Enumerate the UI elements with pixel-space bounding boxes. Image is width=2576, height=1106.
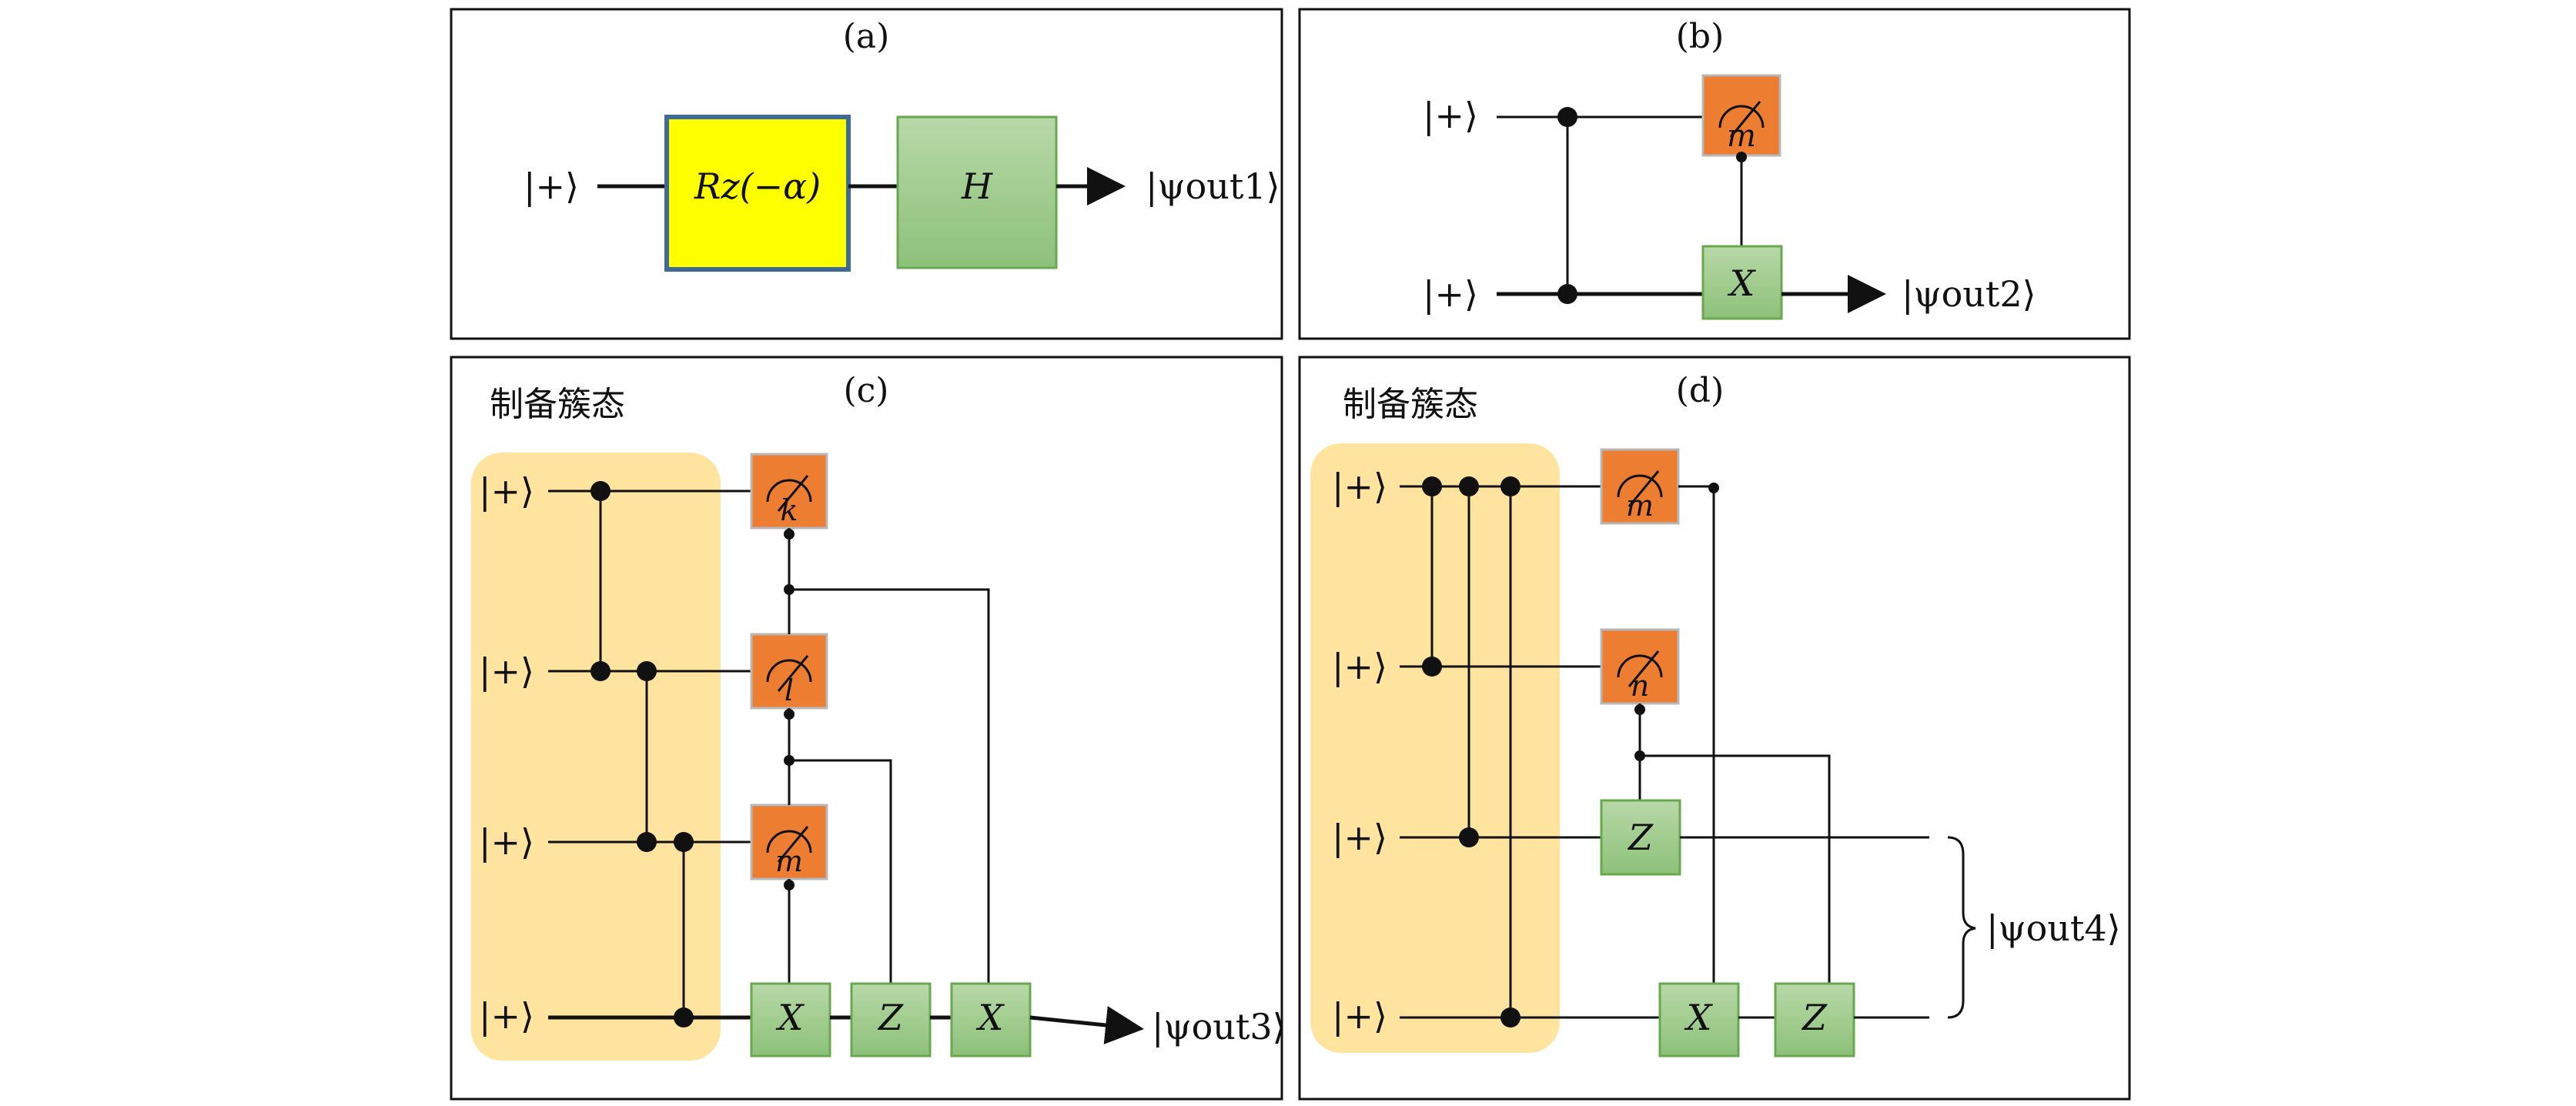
panel-c-measure-var-m: m: [775, 844, 803, 878]
panel-c-gate-z-label: Z: [877, 997, 904, 1038]
panel-d-input-4: |+⟩: [1332, 995, 1387, 1037]
panel-d-input-1: |+⟩: [1332, 466, 1387, 507]
panel-b-x-gate: [1701, 245, 1783, 320]
panel-d-dot: [1459, 476, 1479, 496]
panel-d-z-gate-bottom-label: Z: [1801, 997, 1828, 1038]
panel-c-dot: [590, 481, 611, 501]
panel-d-z-gate-bottom: [1774, 982, 1855, 1058]
panel-c-input-4: |+⟩: [479, 995, 534, 1037]
rz-gate: [664, 115, 851, 272]
rz-gate-label: Rz(−α): [694, 165, 821, 207]
h-gate: [896, 115, 1058, 269]
panel-d-cluster-title: 制备簇态: [1343, 385, 1478, 424]
panel-d-x-gate: [1658, 982, 1740, 1058]
panel-d-brace: [1947, 836, 1976, 1019]
panel-d-output-state: |ψout4⟩: [1986, 907, 2121, 949]
panel-d-measure-var-m: m: [1626, 489, 1654, 523]
panel-d-small-dot: [1634, 704, 1645, 715]
panel-c-gate-x1-label: X: [776, 997, 805, 1038]
panel-b-control-dot: [1736, 152, 1747, 162]
panel-b-x-gate-label: X: [1728, 262, 1757, 304]
panel-c-gate-x2: [950, 982, 1032, 1058]
panel-c-cluster-title: 制备簇态: [490, 385, 625, 424]
panel-a-input-state: |+⟩: [524, 165, 579, 207]
panel-d-input-2: |+⟩: [1332, 646, 1387, 687]
panel-d-dot: [1459, 827, 1479, 847]
panel-b-measurement: [1701, 74, 1781, 157]
panel-b-cz-dot-bottom: [1557, 284, 1577, 304]
panel-d-label: (d): [1676, 371, 1725, 410]
panel-c-label: (c): [844, 371, 889, 410]
panel-c-dot: [637, 832, 657, 852]
panel-c-measurement-k: [750, 453, 828, 530]
panel-d-classical-n-to-z: [1640, 754, 1831, 984]
panel-c-input-3: |+⟩: [479, 821, 534, 863]
panel-c-gate-x1: [750, 982, 831, 1058]
panel-b-input-1: |+⟩: [1423, 95, 1478, 136]
panel-d: (d) 制备簇态 |+⟩ |+⟩ |+⟩ |+⟩ m n: [1298, 356, 2131, 1101]
panel-a-output-state: |ψout1⟩: [1146, 165, 1280, 207]
panel-d-dot: [1422, 657, 1442, 677]
panel-c-gate-z: [850, 982, 932, 1058]
panel-c-small-dot: [784, 529, 795, 540]
panel-a-border: [450, 8, 1283, 340]
panel-c-output-state: |ψout3⟩: [1152, 1006, 1286, 1048]
panel-c-gate-x2-label: X: [976, 997, 1005, 1038]
panel-b-output-state: |ψout2⟩: [1902, 273, 2036, 315]
panel-c-classical-l-to-z: [789, 759, 892, 984]
panel-c-input-2: |+⟩: [479, 650, 534, 692]
panel-a: (a) |+⟩ Rz(−α) H |ψout1⟩: [450, 8, 1283, 340]
panel-d-x-gate-label: X: [1684, 997, 1714, 1038]
panel-b-label: (b): [1676, 17, 1725, 56]
panel-c: (c) 制备簇态 |+⟩ |+⟩ |+⟩ |+⟩ k l m: [450, 356, 1286, 1101]
panel-c-dot: [674, 1007, 694, 1027]
panel-d-dot: [1422, 476, 1442, 496]
panel-c-dot: [590, 661, 611, 681]
panel-c-small-dot: [784, 709, 795, 720]
panel-d-measure-var-n: n: [1631, 669, 1649, 703]
panel-d-input-3: |+⟩: [1332, 817, 1387, 858]
panel-d-z-gate-label: Z: [1627, 817, 1654, 858]
panel-b-measure-var: m: [1727, 119, 1756, 154]
panel-b: (b) |+⟩ |+⟩ m X |ψout2⟩: [1298, 8, 2131, 340]
panel-c-measure-var-k: k: [780, 493, 798, 527]
h-gate-label: H: [961, 165, 993, 207]
panel-d-z-gate: [1600, 799, 1681, 876]
panel-c-dot: [674, 832, 694, 852]
panel-c-measure-var-l: l: [785, 673, 794, 707]
panel-c-small-dot: [784, 880, 795, 890]
panel-d-measurement-m: [1600, 448, 1680, 525]
panel-d-cluster-region: [1310, 443, 1560, 1053]
panel-c-cluster-region: [471, 453, 721, 1061]
panel-d-dot: [1500, 1007, 1521, 1027]
panel-c-measurement-l: [750, 633, 828, 710]
panel-c-dot: [637, 661, 657, 681]
panel-a-label: (a): [843, 17, 890, 56]
panel-c-input-1: |+⟩: [479, 470, 534, 512]
panel-d-dot: [1500, 476, 1521, 496]
panel-b-cz-dot-top: [1557, 107, 1577, 127]
panel-c-output-arrow: [1029, 1006, 1144, 1044]
panel-d-measurement-n: [1600, 628, 1680, 705]
panel-b-input-2: |+⟩: [1423, 273, 1478, 315]
panel-c-classical-k-to-x: [789, 588, 990, 984]
